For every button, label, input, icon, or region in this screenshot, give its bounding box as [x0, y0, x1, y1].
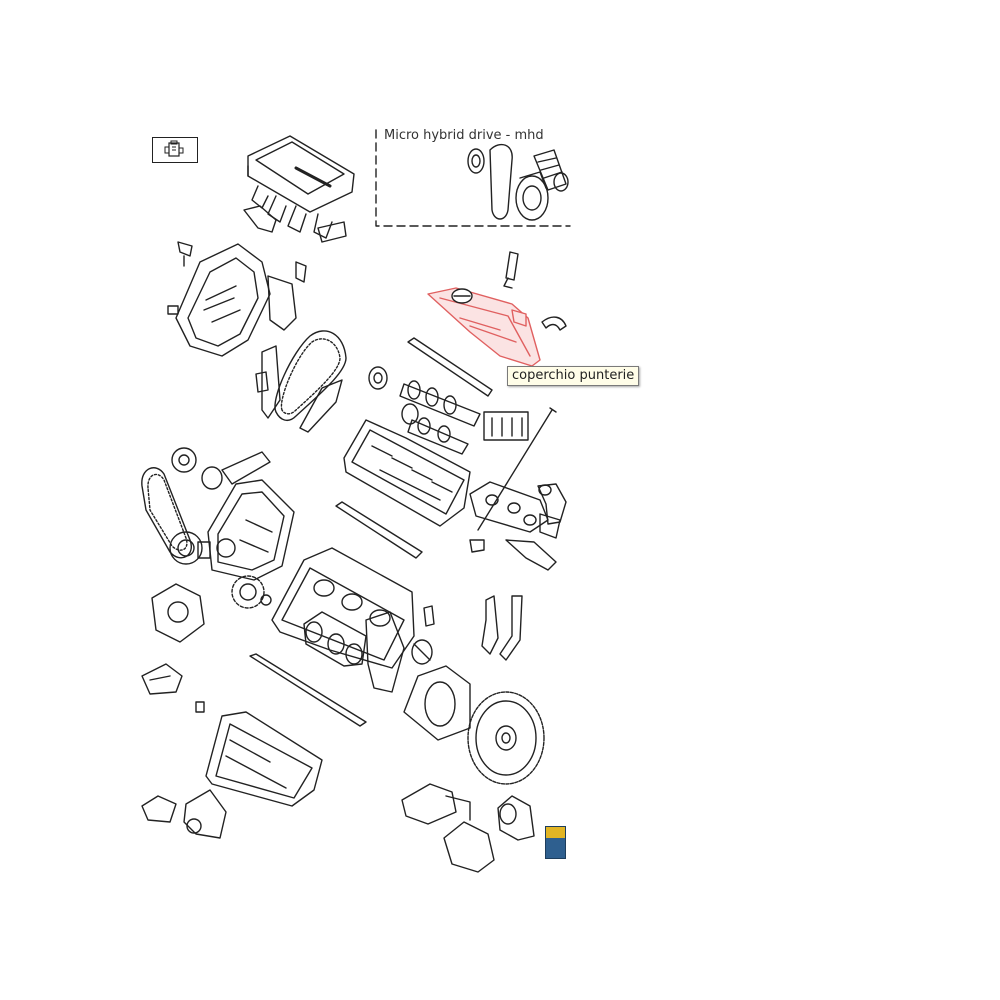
mhd-pulley[interactable]	[467, 148, 485, 174]
sensor[interactable]	[177, 241, 193, 267]
timing-case[interactable]	[167, 243, 271, 357]
oil-pump[interactable]	[151, 583, 205, 643]
timing-chain[interactable]	[274, 330, 347, 422]
exhaust-pipe-elbow[interactable]	[537, 483, 567, 539]
cylinder-head[interactable]	[343, 419, 471, 527]
rocker-cover[interactable]	[427, 287, 541, 367]
dipstick[interactable]	[477, 407, 557, 531]
chain-guide-left[interactable]	[261, 345, 281, 419]
chain-guide-right[interactable]	[299, 379, 343, 433]
accessory-belt[interactable]	[141, 467, 192, 559]
spark-plugs[interactable]	[483, 411, 529, 441]
oil-level-bolt[interactable]	[503, 251, 519, 289]
small-bolt[interactable]	[195, 701, 205, 713]
camshafts[interactable]	[399, 380, 481, 455]
breather-hose[interactable]	[541, 316, 567, 331]
engine-icon	[164, 140, 184, 157]
rocker-cover-gasket[interactable]	[407, 337, 493, 397]
engine-mount-bracket-right[interactable]	[401, 783, 471, 825]
mhd-belt[interactable]	[489, 143, 513, 220]
crankshaft[interactable]	[303, 611, 367, 667]
engine-block[interactable]	[271, 547, 415, 669]
crank-pulley[interactable]	[169, 531, 211, 565]
oil-pan-gasket[interactable]	[249, 653, 367, 727]
water-pump[interactable]	[201, 451, 271, 490]
mhd-inset-frame	[375, 129, 571, 227]
engine-mount-bottom-left[interactable]	[141, 795, 177, 823]
oil-filter[interactable]	[411, 639, 433, 665]
engine-mount-left[interactable]	[141, 663, 183, 695]
crank-sprocket[interactable]	[231, 575, 265, 609]
engine-cover[interactable]	[247, 135, 355, 213]
rear-main-seal-housing[interactable]	[365, 611, 405, 693]
idler-pulley-top[interactable]	[171, 447, 197, 473]
washer[interactable]	[260, 594, 272, 606]
mhd-bellows[interactable]	[533, 149, 569, 192]
mount-bracket[interactable]	[267, 261, 307, 331]
transmission-cover[interactable]	[443, 821, 495, 873]
flywheel[interactable]	[467, 691, 545, 785]
oil-filler-cap[interactable]	[451, 288, 473, 304]
mount-bracket-bottom[interactable]	[183, 789, 227, 839]
cylinder-head-gasket[interactable]	[335, 501, 423, 559]
starter-motor[interactable]	[497, 795, 535, 841]
coolant-pipes[interactable]	[481, 595, 523, 661]
flywheel-cover-plate[interactable]	[403, 665, 471, 741]
heat-shield[interactable]	[505, 539, 557, 571]
inset-title: Micro hybrid drive - mhd	[384, 128, 544, 143]
dat-logo-icon	[545, 826, 566, 859]
cam-sprocket[interactable]	[368, 366, 388, 390]
oil-pressure-switch[interactable]	[423, 605, 435, 627]
oil-sump[interactable]	[205, 711, 323, 807]
engine-thumbnail-button[interactable]	[152, 137, 198, 163]
front-timing-cover[interactable]	[207, 479, 295, 581]
intake-runners[interactable]	[243, 185, 347, 243]
part-tooltip: coperchio punterie	[507, 366, 640, 386]
lambda-sensor[interactable]	[469, 539, 485, 553]
